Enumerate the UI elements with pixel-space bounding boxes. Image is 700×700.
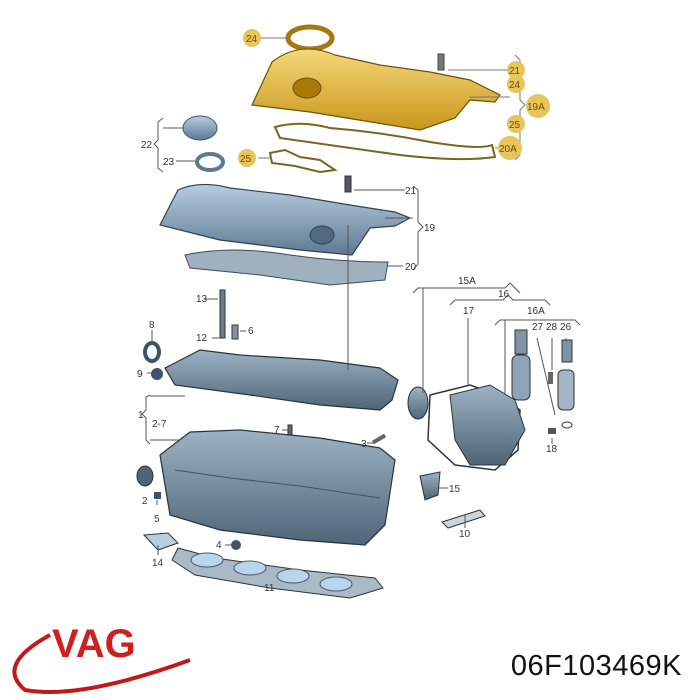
callout-20: 20 [405, 262, 417, 273]
callout-19: 19 [424, 223, 436, 234]
callout-25: 25 [509, 120, 521, 131]
seal-ring-24-icon [285, 24, 335, 52]
callout-2: 2 [142, 496, 148, 507]
bolt-5-icon [154, 492, 161, 499]
oil-filler-cap-22[interactable] [182, 115, 225, 172]
callout-1: 1 [138, 410, 144, 421]
callout-13: 13 [196, 294, 208, 305]
callout-17: 17 [463, 306, 475, 317]
vacuum-pump-group[interactable] [407, 329, 575, 471]
callout-2-7: 2-7 [152, 419, 167, 430]
bolt-21-icon [437, 53, 445, 71]
callout-5: 5 [154, 514, 160, 525]
part-number: 06F103469K [510, 650, 682, 682]
callout-25b: 25 [240, 154, 252, 165]
callout-3: 3 [361, 439, 367, 450]
gold-cover-shape-icon [251, 48, 501, 131]
brackets-pump [412, 282, 581, 444]
callout-7: 7 [274, 425, 280, 436]
vag-logo: VAG [12, 622, 191, 694]
callout-26: 26 [560, 322, 572, 333]
brace-22 [153, 117, 195, 173]
callout-18: 18 [546, 444, 558, 455]
callout-6: 6 [248, 326, 254, 337]
callout-14: 14 [152, 558, 164, 569]
badges-19A [238, 29, 550, 167]
gasket-20A-icon [273, 122, 497, 161]
callout-22: 22 [141, 140, 153, 151]
callout-23: 23 [163, 157, 175, 168]
gasket-25-icon [268, 148, 338, 174]
callout-11: 11 [264, 583, 275, 594]
callout-21b: 21 [405, 186, 417, 197]
callout-12: 12 [196, 333, 208, 344]
callout-24: 24 [246, 34, 258, 45]
callout-15A: 15A [458, 276, 476, 287]
head-gasket-11[interactable] [171, 547, 384, 599]
callout-28: 28 [546, 322, 558, 333]
callout-19A: 19A [527, 102, 545, 113]
callout-10: 10 [459, 529, 471, 540]
gold-valve-cover-19A[interactable] [251, 24, 501, 174]
plug-2-icon [136, 465, 154, 487]
callout-24b: 24 [509, 80, 521, 91]
callout-16A: 16A [527, 306, 545, 317]
logo-swoosh-icon [12, 633, 191, 694]
camshaft-housing[interactable] [143, 289, 399, 411]
callout-9: 9 [137, 369, 143, 380]
callout-15: 15 [449, 484, 461, 495]
brace-19A [258, 37, 526, 161]
brand-name: VAG [52, 622, 136, 666]
callout-4: 4 [216, 540, 222, 551]
valve-cover-19[interactable] [159, 175, 412, 286]
brace-19 [354, 185, 424, 271]
callout-16: 16 [498, 289, 510, 300]
gasket-20 [184, 249, 389, 286]
callout-20A: 20A [499, 144, 517, 155]
callout-21: 21 [509, 66, 521, 77]
callout-27: 27 [532, 322, 544, 333]
callout-8: 8 [149, 320, 155, 331]
